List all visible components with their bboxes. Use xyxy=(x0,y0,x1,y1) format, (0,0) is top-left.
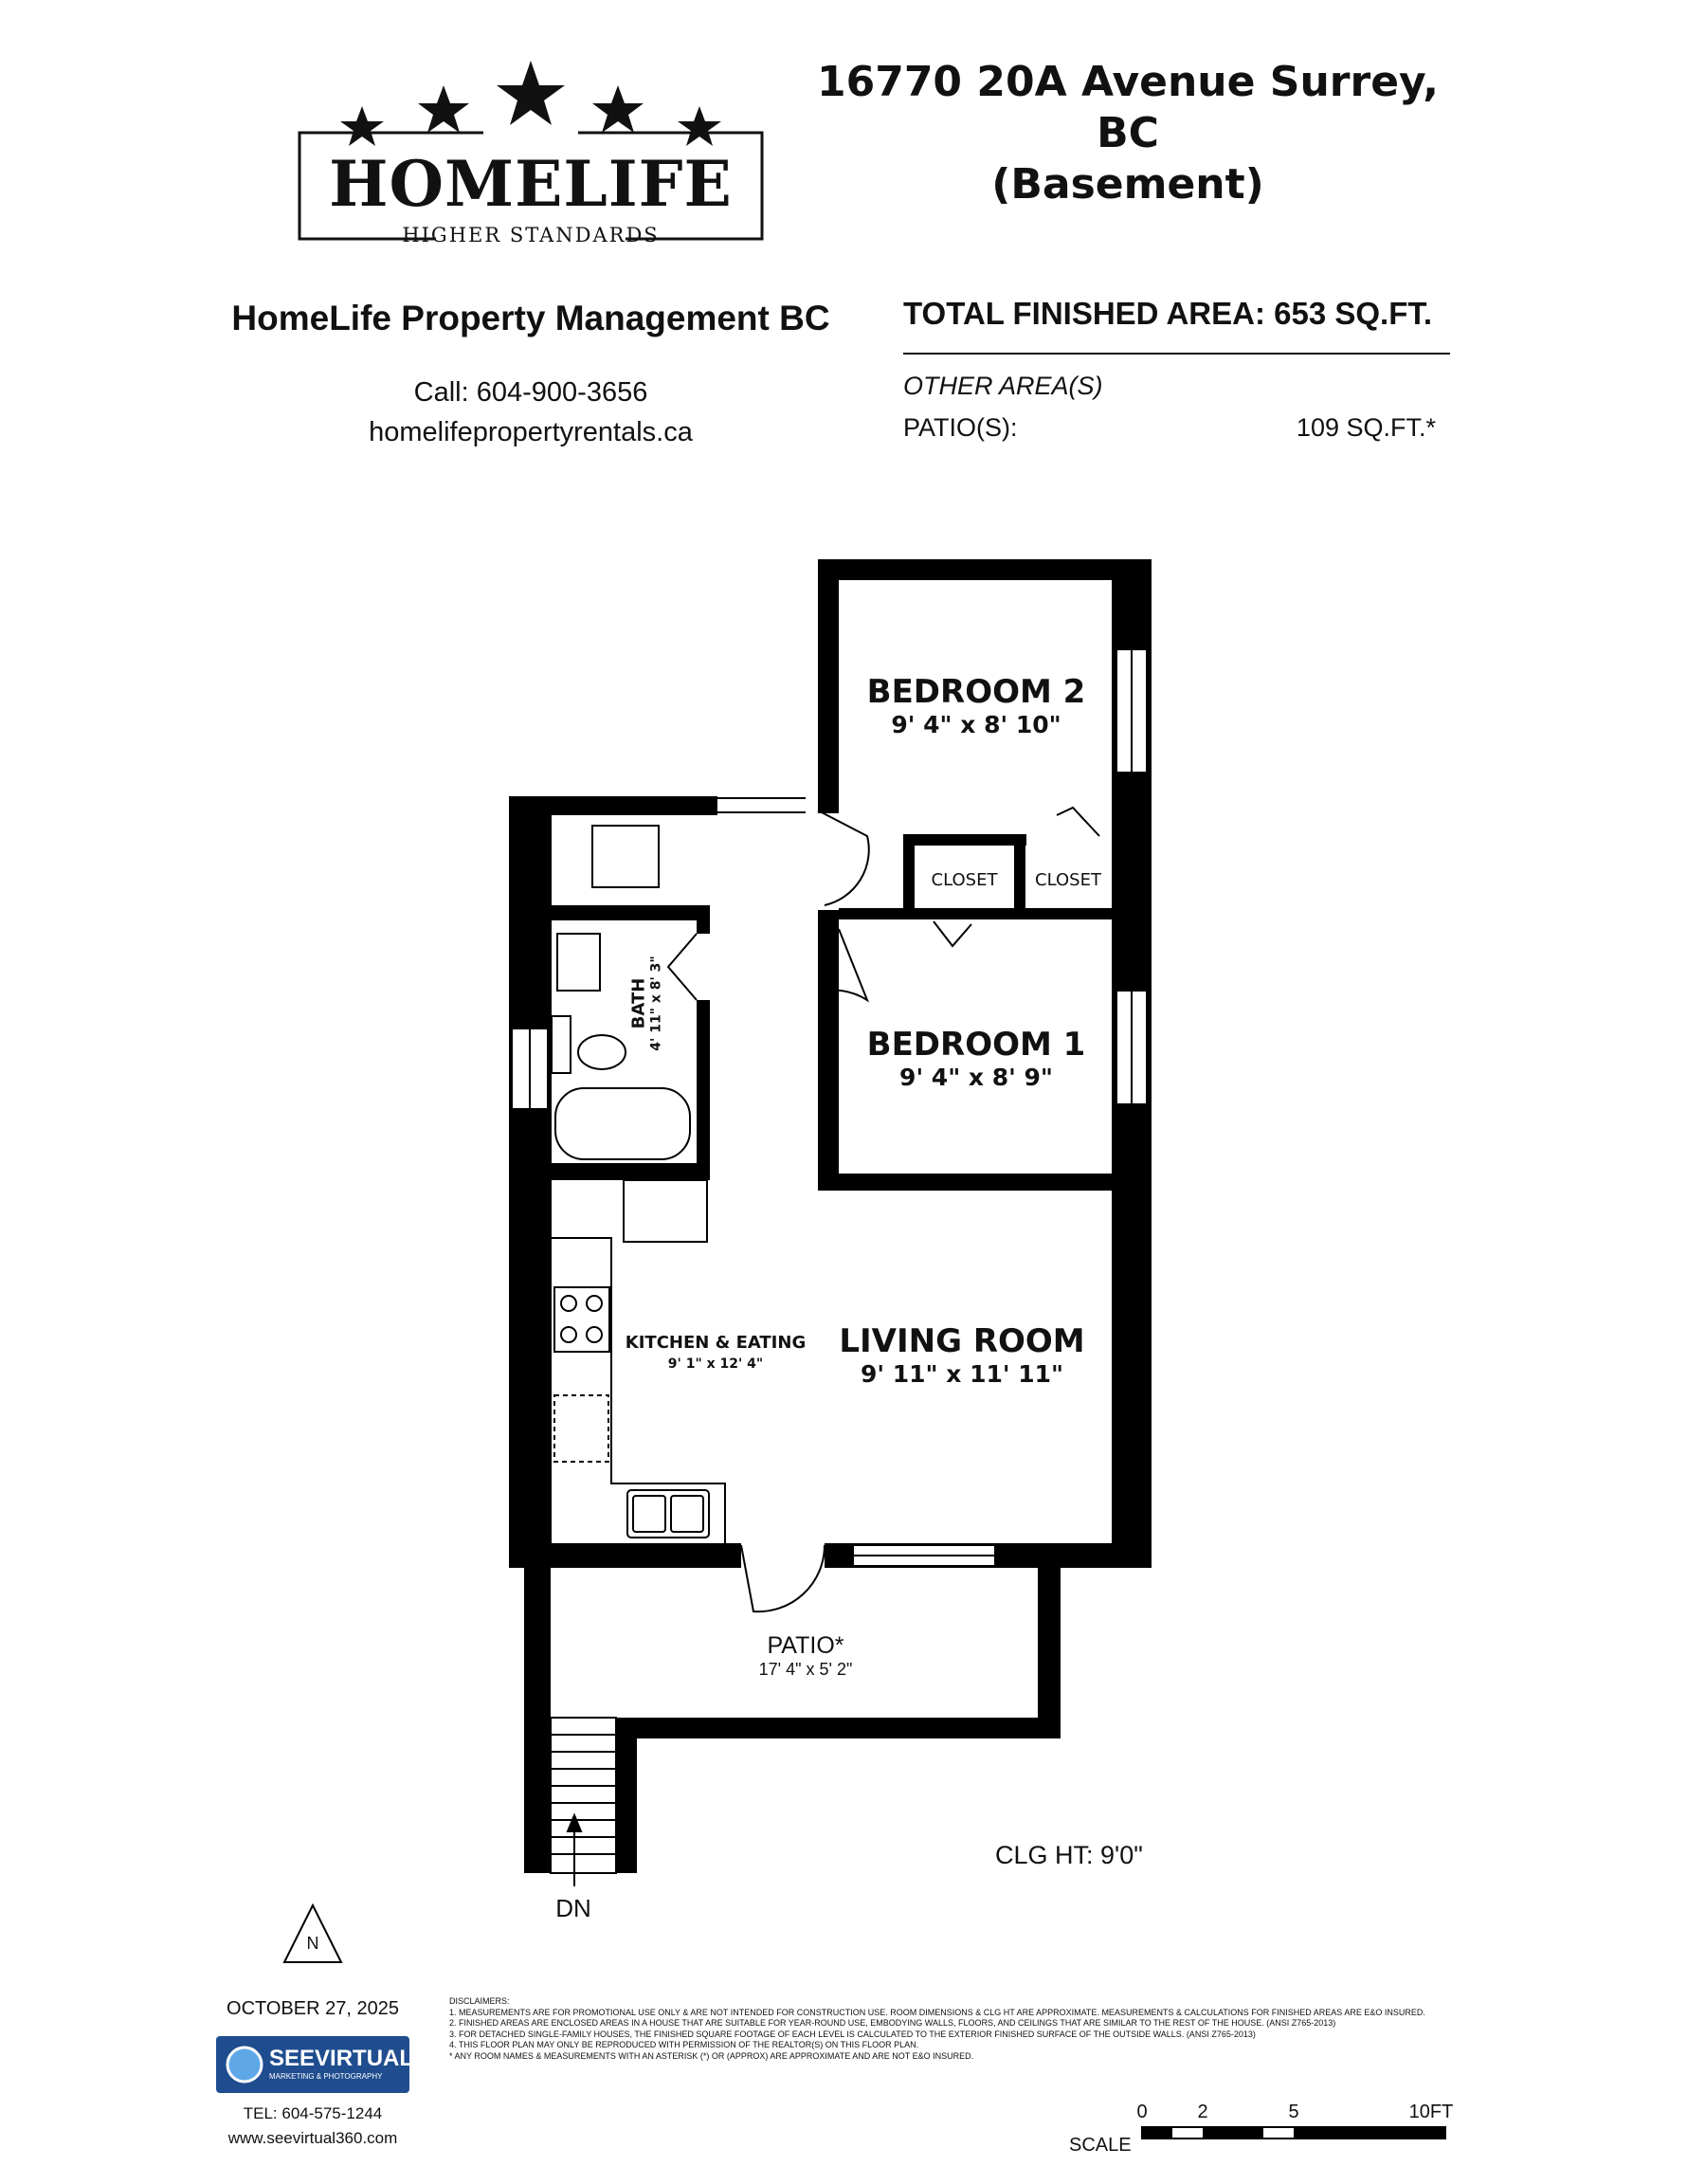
seevirtual-logo xyxy=(216,2036,409,2093)
room-patio: PATIO* 17' 4" x 5' 2" xyxy=(701,1632,910,1680)
seevirtual-web[interactable]: www.seevirtual360.com xyxy=(227,2129,398,2147)
area-divider xyxy=(903,353,1450,355)
living-name: LIVING ROOM xyxy=(839,1322,1085,1360)
disclaimer-5: * ANY ROOM NAMES & MEASUREMENTS WITH AN … xyxy=(449,2050,974,2061)
company-name: HomeLife Property Management BC xyxy=(231,299,830,337)
total-area-value: 653 SQ.FT. xyxy=(1274,296,1433,331)
room-bedroom-1: BEDROOM 1 9' 4" x 8' 9" xyxy=(839,1026,1114,1091)
living-dims: 9' 11" x 11' 11" xyxy=(860,1360,1064,1388)
seevirtual-name: SEEVIRTUAL xyxy=(269,2046,414,2071)
disclaimer-1: 1. MEASUREMENTS ARE FOR PROMOTIONAL USE … xyxy=(449,2007,1425,2017)
bath-dims: 4' 11" x 8' 3" xyxy=(648,956,664,1051)
closet-1-label: CLOSET xyxy=(931,870,998,890)
bedroom-2-name: BEDROOM 2 xyxy=(866,673,1086,711)
disclaimer-2: 2. FINISHED AREAS ARE ENCLOSED AREAS IN … xyxy=(449,2018,1336,2028)
north-label: N xyxy=(306,1934,319,1953)
room-living: LIVING ROOM 9' 11" x 11' 11" xyxy=(810,1322,1114,1388)
disclaimer-3: 3. FOR DETACHED SINGLE-FAMILY HOUSES, TH… xyxy=(449,2029,1256,2039)
disclaimers: DISCLAIMERS: 1. MEASUREMENTS ARE FOR PRO… xyxy=(449,1996,1460,2062)
other-areas-heading: OTHER AREA(S) xyxy=(903,372,1103,400)
room-bath: BATH 4' 11" x 8' 3" xyxy=(629,937,664,1070)
closet-2-label: CLOSET xyxy=(1035,870,1101,890)
patio-area-label: PATIO(S): xyxy=(903,413,1018,442)
five-stars-icon xyxy=(298,61,764,245)
disclaimers-title: DISCLAIMERS: xyxy=(449,1996,510,2006)
scale-bar xyxy=(1141,2126,1446,2139)
windows xyxy=(511,648,1148,1567)
plan-date: OCTOBER 27, 2025 xyxy=(227,1998,399,2019)
stairs-label: DN xyxy=(555,1894,591,1922)
seevirtual-globe-icon xyxy=(226,2046,263,2084)
kitchen-name: KITCHEN & EATING xyxy=(625,1333,807,1353)
logo-tagline: HIGHER STANDARDS xyxy=(402,224,660,246)
interior-lines xyxy=(550,797,1100,1874)
total-area: TOTAL FINISHED AREA: 653 SQ.FT. xyxy=(903,296,1453,332)
patio-area-value: 109 SQ.FT.* xyxy=(1296,413,1436,442)
patio-dims: 17' 4" x 5' 2" xyxy=(758,1660,853,1679)
company-website[interactable]: homelifepropertyrentals.ca xyxy=(369,417,693,447)
disclaimer-4: 4. THIS FLOOR PLAN MAY ONLY BE REPRODUCE… xyxy=(449,2040,919,2049)
stairs-arrow-icon xyxy=(566,1812,583,1886)
total-area-label: TOTAL FINISHED AREA: xyxy=(903,296,1265,331)
bedroom-1-name: BEDROOM 1 xyxy=(866,1026,1086,1064)
ceiling-height: CLG HT: 9'0" xyxy=(995,1841,1143,1869)
address-line2: (Basement) xyxy=(991,160,1264,209)
bedroom-2-dims: 9' 4" x 8' 10" xyxy=(891,711,1061,738)
seevirtual-sub: MARKETING & PHOTOGRAPHY xyxy=(269,2072,383,2081)
address-line1: 16770 20A Avenue Surrey, BC xyxy=(816,58,1440,157)
scale-tick-10: 10FT xyxy=(1408,2102,1454,2122)
room-kitchen: KITCHEN & EATING 9' 1" x 12' 4" xyxy=(611,1333,820,1372)
logo-brand: HOMELIFE xyxy=(329,147,733,221)
north-arrow-icon xyxy=(282,1902,343,1963)
scale-tick-5: 5 xyxy=(1288,2102,1299,2122)
seevirtual-tel: TEL: 604-575-1244 xyxy=(243,2104,383,2122)
scale-label: SCALE xyxy=(1069,2135,1132,2156)
scale-tick-0: 0 xyxy=(1136,2102,1148,2122)
company-phone: Call: 604-900-3656 xyxy=(413,377,648,408)
room-bedroom-2: BEDROOM 2 9' 4" x 8' 10" xyxy=(839,673,1114,738)
patio-name: PATIO* xyxy=(767,1632,844,1659)
homelife-logo: HOMELIFE HIGHER STANDARDS xyxy=(294,57,768,246)
kitchen-dims: 9' 1" x 12' 4" xyxy=(667,1356,764,1372)
address-title: 16770 20A Avenue Surrey, BC (Basement) xyxy=(787,57,1469,210)
bath-name: BATH xyxy=(628,977,649,1029)
bedroom-1-dims: 9' 4" x 8' 9" xyxy=(899,1064,1053,1091)
scale-tick-2: 2 xyxy=(1197,2102,1208,2122)
